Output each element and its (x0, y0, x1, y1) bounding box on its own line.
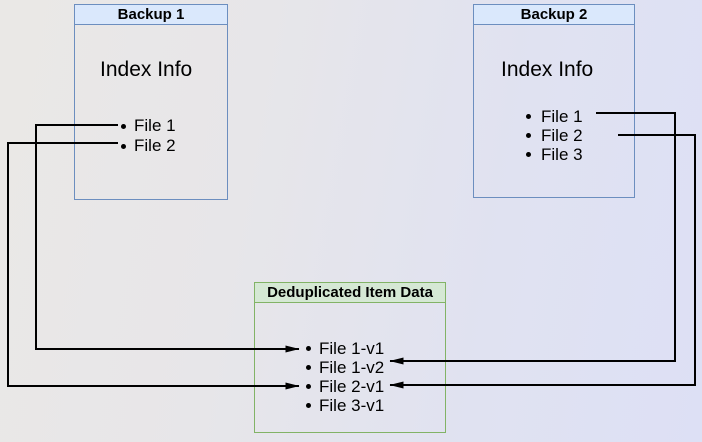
backup2-file-item: File 1 (526, 107, 583, 126)
dedup-item: File 1-v1 (306, 339, 384, 358)
backup1-file-item: File 2 (121, 136, 176, 156)
backup2-file-list: File 1 File 2 File 3 (526, 107, 583, 164)
backup1-box: Backup 1 Index Info File 1 File 2 (74, 4, 228, 200)
backup1-title: Backup 1 (75, 5, 227, 25)
backup1-subtitle: Index Info (100, 58, 193, 81)
dedup-item: File 2-v1 (306, 377, 384, 396)
backup2-box: Backup 2 Index Info File 1 File 2 File 3 (473, 4, 635, 198)
dedup-item-list: File 1-v1 File 1-v2 File 2-v1 File 3-v1 (306, 339, 384, 415)
deduplicated-item-data-box: Deduplicated Item Data File 1-v1 File 1-… (254, 282, 446, 433)
backup2-title: Backup 2 (474, 5, 634, 25)
backup2-file-item: File 2 (526, 126, 583, 145)
backup1-file-list: File 1 File 2 (121, 116, 176, 156)
backup1-file-item: File 1 (121, 116, 176, 136)
backup2-subtitle: Index Info (501, 58, 594, 81)
dedup-item: File 1-v2 (306, 358, 384, 377)
dedup-title: Deduplicated Item Data (255, 283, 445, 303)
dedup-item: File 3-v1 (306, 396, 384, 415)
backup2-file-item: File 3 (526, 145, 583, 164)
